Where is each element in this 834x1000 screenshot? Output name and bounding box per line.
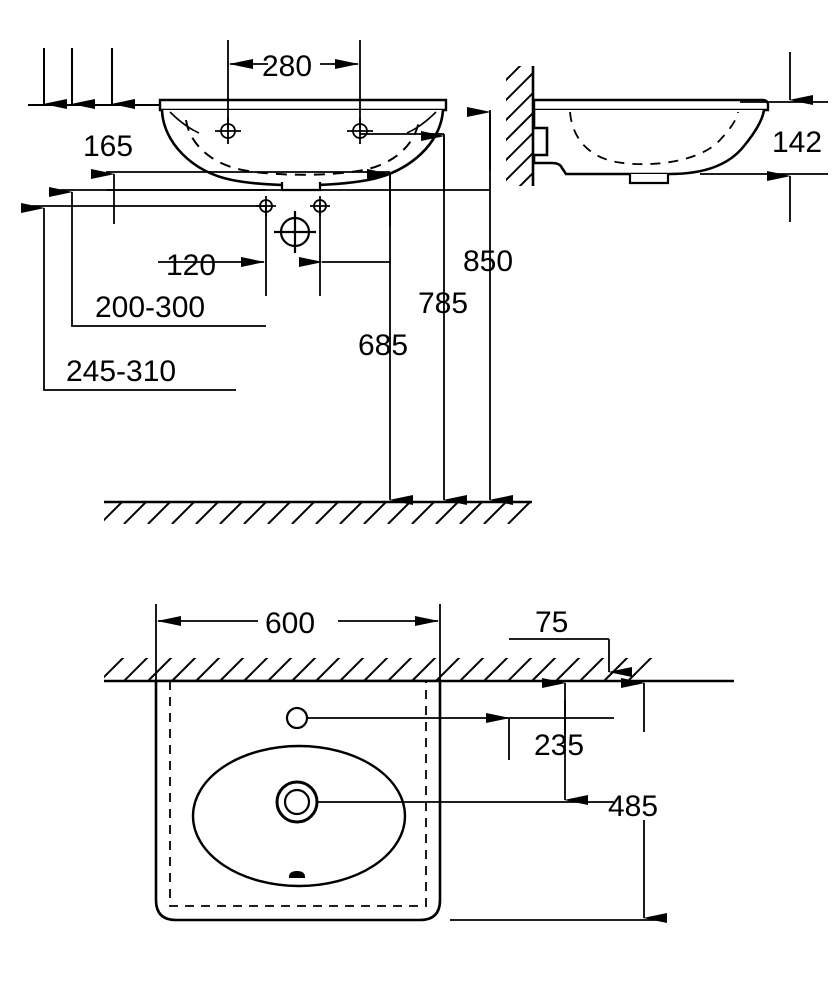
basin-side-body-outline — [532, 109, 766, 176]
label-685: 685 — [358, 329, 408, 362]
basin-side-bowl-dashed — [569, 111, 739, 166]
plan-tap-hole — [285, 706, 309, 730]
basin-side-rim — [532, 98, 770, 112]
label-850: 850 — [463, 245, 513, 278]
basin-front-bowl-right-curve — [406, 111, 437, 134]
label-120: 120 — [166, 249, 216, 282]
floor-hatching — [104, 502, 531, 524]
dimension-labels: 165 280 142 120 200-300 245-310 685 785 … — [66, 50, 822, 823]
label-200-300: 200-300 — [95, 291, 205, 324]
label-245-310: 245-310 — [66, 355, 176, 388]
basin-front-waste-boss — [280, 182, 322, 192]
label-75: 75 — [535, 606, 568, 639]
basin-side-waste-boss — [628, 174, 670, 185]
label-485: 485 — [608, 790, 658, 823]
waste-outlet-plan-marker — [274, 211, 316, 253]
plan-wall-hatching — [104, 658, 653, 682]
plan-view — [104, 604, 734, 923]
plan-overflow-slot — [288, 870, 306, 878]
ladder-leader-245-310 — [43, 260, 236, 391]
plan-waste-inner-ring — [283, 788, 311, 816]
basin-front-body-outline — [158, 98, 448, 112]
basin-front-bowl-inner-dashed — [185, 119, 420, 176]
label-142: 142 — [772, 126, 822, 159]
ladder-leader-200-300 — [71, 240, 266, 327]
label-280: 280 — [262, 50, 312, 83]
basin-front-bowl-left-curve — [169, 111, 200, 134]
basin-plan-inner-dashed — [169, 681, 427, 907]
label-785: 785 — [418, 287, 468, 320]
label-165: 165 — [83, 130, 133, 163]
wall-hatching — [506, 66, 534, 186]
label-235: 235 — [534, 729, 584, 762]
label-600: 600 — [265, 607, 315, 640]
front-elevation-view — [21, 40, 532, 524]
side-section-view — [506, 52, 828, 222]
